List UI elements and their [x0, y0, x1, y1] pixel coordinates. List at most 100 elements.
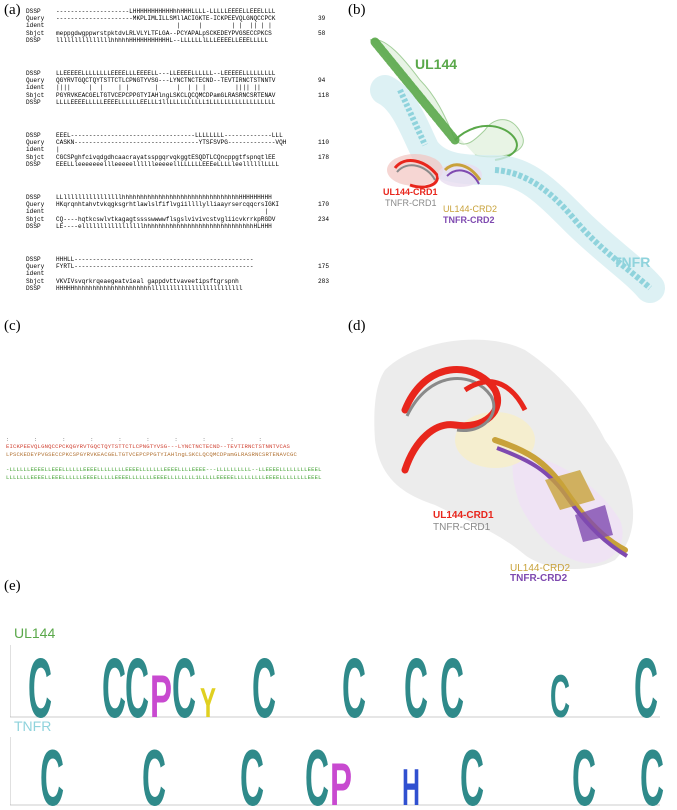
alignment-row-sequence: HKqrqnhtahvtvkqgksgrhtlawlslfiflvgiillll…: [56, 201, 279, 208]
svg-text:C: C: [404, 643, 428, 723]
alignment-row: ident | | | | || | |: [26, 22, 275, 29]
alignment-row-number: 94: [318, 77, 325, 84]
alignment-block: DSSP --------------------LHHHHHHHHHHHhhHH…: [26, 8, 275, 44]
alignment-row-sequence: EEELLleeeeeeellleeeeelllllleeeeellLLLLLL…: [56, 161, 279, 168]
alignment-row-label: Query: [26, 139, 56, 146]
ul144-label-b: UL144: [415, 56, 457, 72]
alignment-row: ident |: [26, 208, 279, 215]
tnfr-logo: C C C C P H C C C: [10, 735, 670, 809]
alignment-row-label: DSSP: [26, 256, 56, 263]
svg-text:C: C: [572, 735, 596, 809]
svg-text:C: C: [550, 663, 570, 723]
svg-text:Y: Y: [200, 679, 216, 723]
alignment-row-sequence: CQ----hqtkcswlvtkagagtsssswwwwflsgslvivi…: [56, 216, 275, 223]
alignment-row-sequence: LLLLEEEELLLLLEEEELLLLLLEELLL1llLLLLLLLLL…: [56, 99, 275, 106]
alignment-row-sequence: PGYRVKEACGELTGTVCEPCPPGTYIAHlngLSKCLQCQM…: [56, 92, 275, 99]
tnfr-crd1-label-d: TNFR-CRD1: [433, 522, 490, 533]
alignment-row: ident: [26, 270, 253, 277]
alignment-row-number: 170: [318, 201, 329, 208]
svg-text:C: C: [342, 643, 366, 723]
panel-c-colored-alignment: : : : : : : : : : : EICKPEEVQLGNQCCPCKQG…: [0, 330, 340, 590]
alignment-row-label: ident: [26, 270, 56, 277]
panel-b-structure: UL144 TNFR UL144-CRD1 TNFR-CRD1 UL144-CR…: [345, 20, 677, 320]
alignment-row-sequence: QGYRVTGQCTQYTSTTCTLCPNGTYVSG---LYNCTNCTE…: [56, 77, 275, 84]
alignment-row: DSSPEEELLleeeeeeellleeeeelllllleeeeellLL…: [26, 161, 286, 168]
alignment-row-label: DSSP: [26, 37, 56, 44]
alignment-row-label: Sbjct: [26, 154, 56, 161]
svg-text:C: C: [172, 643, 196, 723]
alignment-row: SbjctPGYRVKEACGELTGTVCEPCPPGTYIAHlngLSKC…: [26, 92, 275, 99]
alignment-row-label: Query: [26, 263, 56, 270]
alignment-row-label: ident: [26, 84, 56, 91]
svg-text:C: C: [634, 643, 658, 723]
panel-d-structure: UL144-CRD1 TNFR-CRD1 UL144-CRD2 TNFR-CRD…: [345, 330, 677, 580]
panel-label-b: (b): [348, 2, 366, 19]
alignment-row-label: DSSP: [26, 161, 56, 168]
alignment-row-label: DSSP: [26, 194, 56, 201]
alignment-row-number: 175: [318, 263, 329, 270]
alignment-row-number: 118: [318, 92, 329, 99]
alignment-row-sequence: CGCSPghfcivqdgdhcaacrayatsspgqrvqkggtESQ…: [56, 154, 275, 161]
alignment-row-label: Sbjct: [26, 92, 56, 99]
alignment-row-label: Sbjct: [26, 278, 56, 285]
ul144-logo: C C C P C Y C C C C C C: [10, 643, 670, 723]
alignment-row-label: DSSP: [26, 132, 56, 139]
alignment-row-label: ident: [26, 146, 56, 153]
alignment-row-sequence: EEEL----------------------------------LL…: [56, 132, 283, 139]
alignment-row-sequence: LE----elllllllllllllllllhhhhhhhhhhhhhhhh…: [56, 223, 272, 230]
alignment-block: DSSPEEEL--------------------------------…: [26, 132, 286, 168]
alignment-row-label: DSSP: [26, 285, 56, 292]
alignment-row: DSSPHHHHHhhhhhhhhhhhhhhhhhhhhhllllllllll…: [26, 285, 253, 292]
alignment-row-sequence: HHHLL-----------------------------------…: [56, 256, 253, 263]
alignment-row-3: -LLLLLLEEEELLEEELLLLLLEEEELLLLLLLLEEEELL…: [6, 466, 322, 473]
svg-text:C: C: [252, 643, 276, 723]
tnfr-label-b: TNFR: [613, 254, 650, 270]
alignment-row-sequence: LLEEEEELLLLLLLLEEEELLLEEEELL---LLEEEELLL…: [56, 70, 275, 77]
alignment-row-number: 283: [318, 278, 329, 285]
svg-text:C: C: [240, 735, 264, 809]
alignment-row-label: Sbjct: [26, 216, 56, 223]
alignment-row-2: LPSCKEDEYPVGSECCPKCSPGYRVKEACGELTGTVCEPC…: [6, 451, 297, 458]
alignment-row-sequence: --------------------LHHHHHHHHHHHhhHHHLLL…: [56, 8, 275, 15]
panel-a-alignment: DSSP --------------------LHHHHHHHHHHHhhHH…: [0, 0, 340, 330]
alignment-row-1: EICKPEEVQLGNQCCPCKQGYRVTGQCTQYTSTTCTLCPN…: [6, 443, 290, 450]
alignment-row-label: DSSP: [26, 70, 56, 77]
alignment-row: ident|||| | | | | | | | | | |||| ||: [26, 84, 275, 91]
svg-text:C: C: [142, 735, 166, 809]
alignment-row-number: 39: [318, 15, 325, 22]
svg-text:C: C: [125, 643, 149, 723]
tnfr-crd2-label-b: TNFR-CRD2: [443, 215, 495, 225]
panel-e-sequence-logos: UL144 TNFR C C C P C Y C C C C C C C C C…: [0, 585, 677, 810]
alignment-row-number: 58: [318, 30, 325, 37]
alignment-row-label: Query: [26, 201, 56, 208]
svg-text:C: C: [440, 643, 464, 723]
svg-text:C: C: [305, 735, 329, 809]
svg-text:C: C: [40, 735, 64, 809]
svg-text:C: C: [28, 643, 52, 723]
alignment-row-label: Query: [26, 77, 56, 84]
alignment-row-label: ident: [26, 208, 56, 215]
alignment-row-sequence: CASKN----------------------------------Y…: [56, 139, 286, 146]
alignment-ticks: : : : : : : : : : :: [6, 436, 262, 443]
alignment-row-sequence: |: [56, 146, 60, 153]
tnfr-crd1-label-b: TNFR-CRD1: [385, 198, 437, 208]
alignment-row-sequence: HHHHHhhhhhhhhhhhhhhhhhhhhhllllllllllllll…: [56, 285, 243, 292]
ul144-crd1-label-d: UL144-CRD1: [433, 510, 494, 521]
svg-text:H: H: [402, 759, 420, 809]
ul144-crd1-label-b: UL144-CRD1: [383, 187, 438, 197]
svg-text:P: P: [330, 751, 352, 809]
alignment-row-sequence: lllllllllllllllhhhhhHHHHHHHHHHHL--LLLLLL…: [56, 37, 268, 44]
panel-b-svg: [345, 20, 677, 320]
alignment-block: DSSPLLllllllllllllllllhhhhhhhhhhhhhhhhhh…: [26, 194, 279, 230]
alignment-row-label: DSSP: [26, 223, 56, 230]
